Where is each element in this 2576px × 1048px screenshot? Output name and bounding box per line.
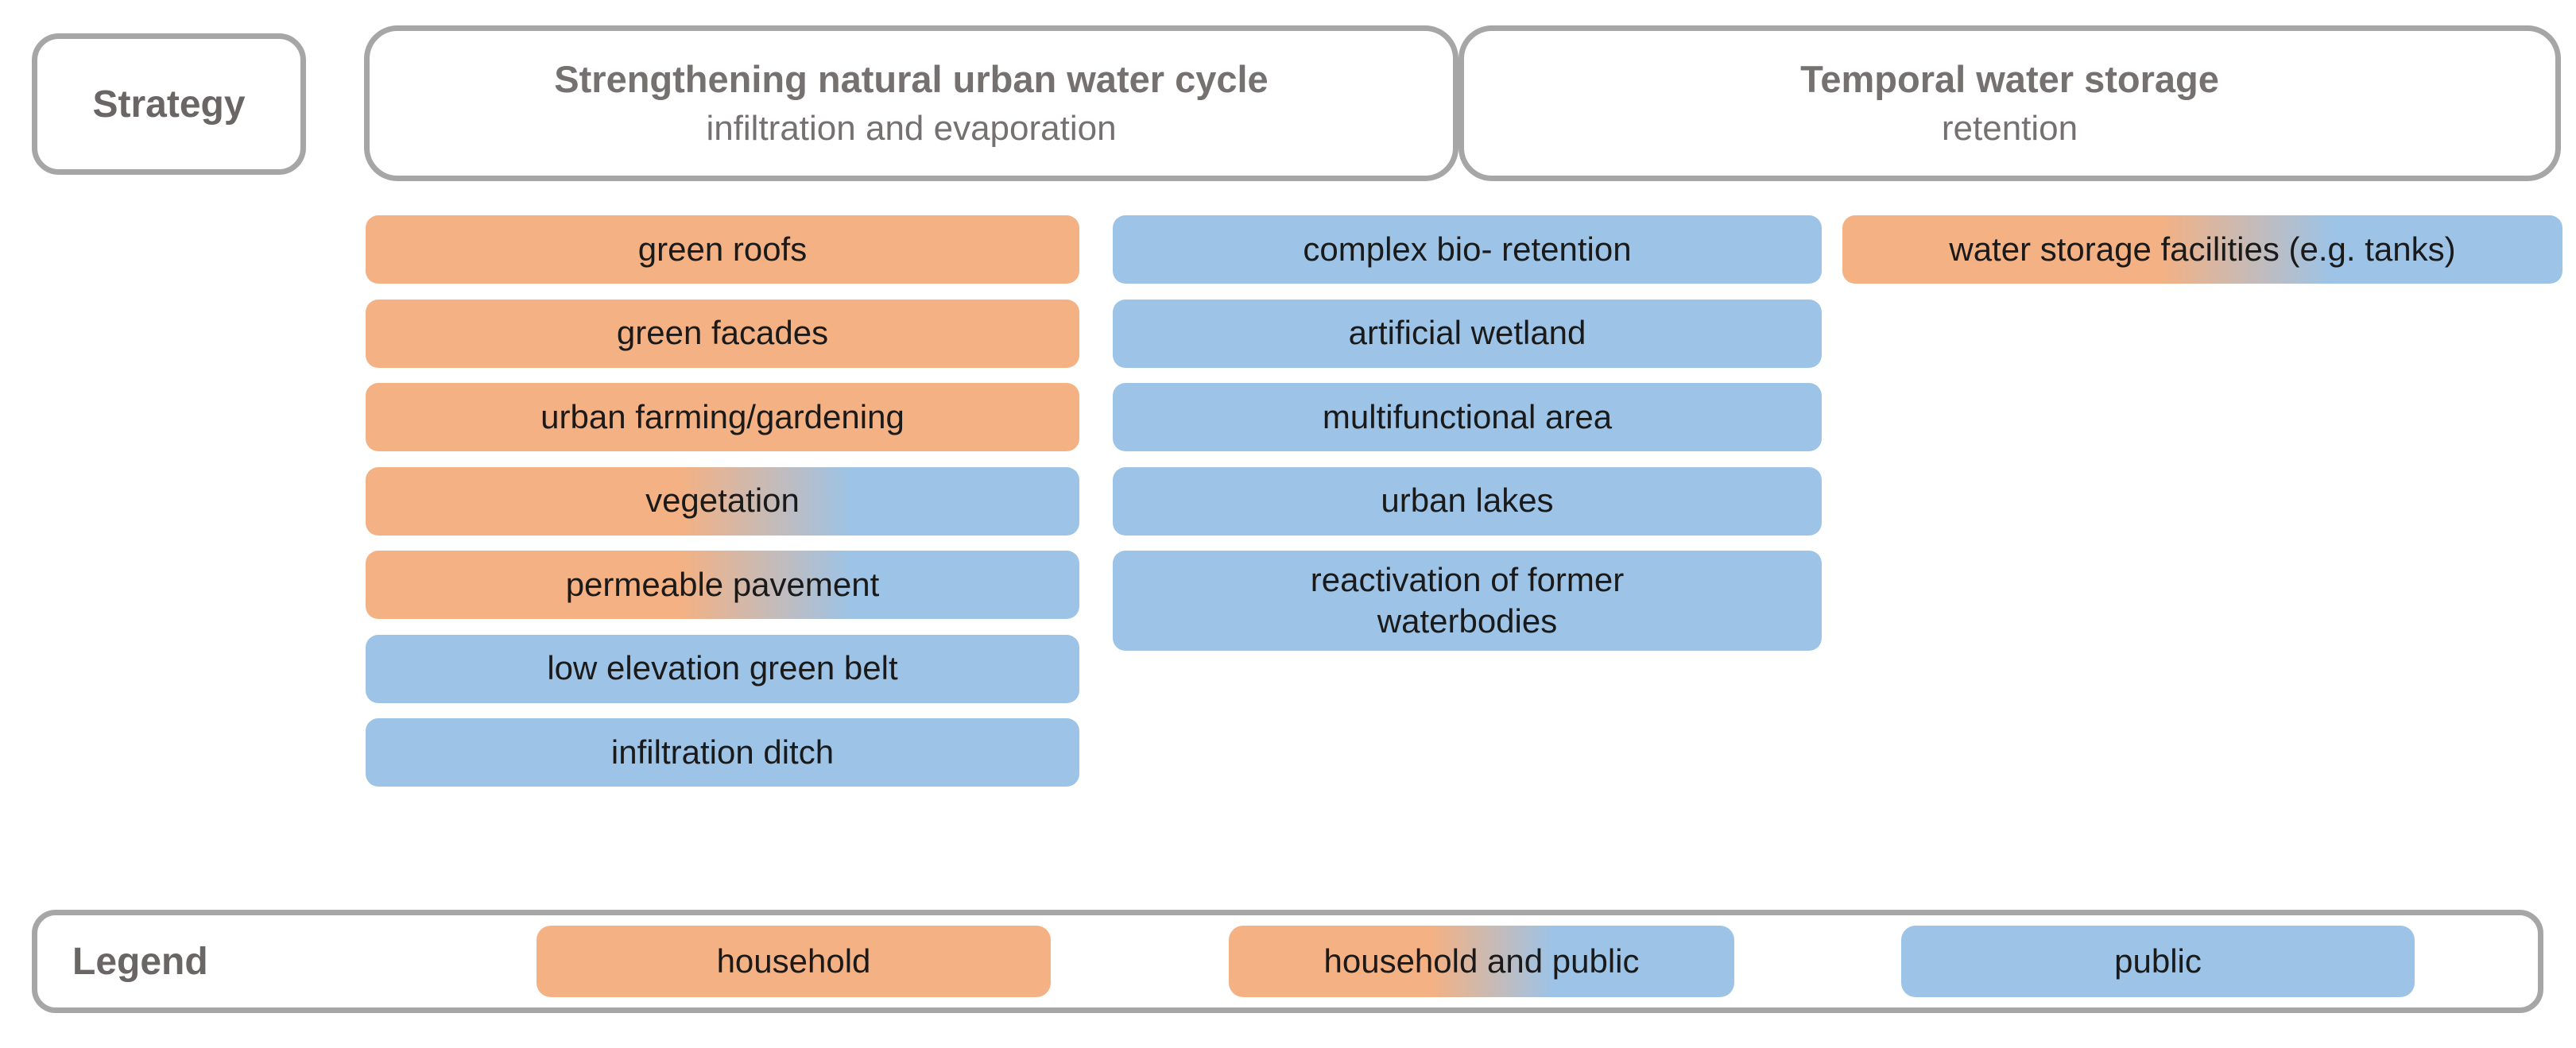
legend-chip-public: public [1901, 926, 2415, 997]
item-water-storage-facilities: water storage facilities (e.g. tanks) [1842, 215, 2562, 284]
item-urban-farming-gardening: urban farming/gardening [366, 383, 1079, 451]
legend-label: Legend [72, 940, 208, 983]
strategy-label: Strategy [92, 83, 246, 126]
header-strengthening-natural-water-cycle: Strengthening natural urban water cycle … [364, 25, 1458, 181]
column-retention: complex bio- retention artificial wetlan… [1113, 215, 1822, 651]
item-green-roofs: green roofs [366, 215, 1079, 284]
header-temporal-water-storage: Temporal water storage retention [1458, 25, 2561, 181]
header-title: Temporal water storage [1800, 57, 2219, 100]
item-urban-lakes: urban lakes [1113, 466, 1822, 536]
item-artificial-wetland: artificial wetland [1113, 299, 1822, 368]
item-multifunctional-area: multifunctional area [1113, 383, 1822, 451]
item-low-elevation-green-belt: low elevation green belt [366, 634, 1079, 703]
item-complex-bio-retention: complex bio- retention [1113, 215, 1822, 284]
item-green-facades: green facades [366, 299, 1079, 368]
item-infiltration-ditch: infiltration ditch [366, 718, 1079, 787]
item-vegetation: vegetation [366, 466, 1079, 536]
legend-chip-household: household [537, 926, 1051, 997]
column-infiltration-evaporation: green roofs green facades urban farming/… [366, 215, 1079, 787]
header-subtitle: retention [1941, 108, 2078, 148]
column-storage-facilities: water storage facilities (e.g. tanks) [1842, 215, 2562, 284]
item-permeable-pavement: permeable pavement [366, 551, 1079, 619]
header-title: Strengthening natural urban water cycle [554, 57, 1269, 100]
header-subtitle: infiltration and evaporation [706, 108, 1117, 148]
item-reactivation-former-waterbodies: reactivation of former waterbodies [1113, 551, 1822, 651]
strategy-box: Strategy [32, 33, 306, 175]
legend-chip-household-and-public: household and public [1229, 926, 1734, 997]
